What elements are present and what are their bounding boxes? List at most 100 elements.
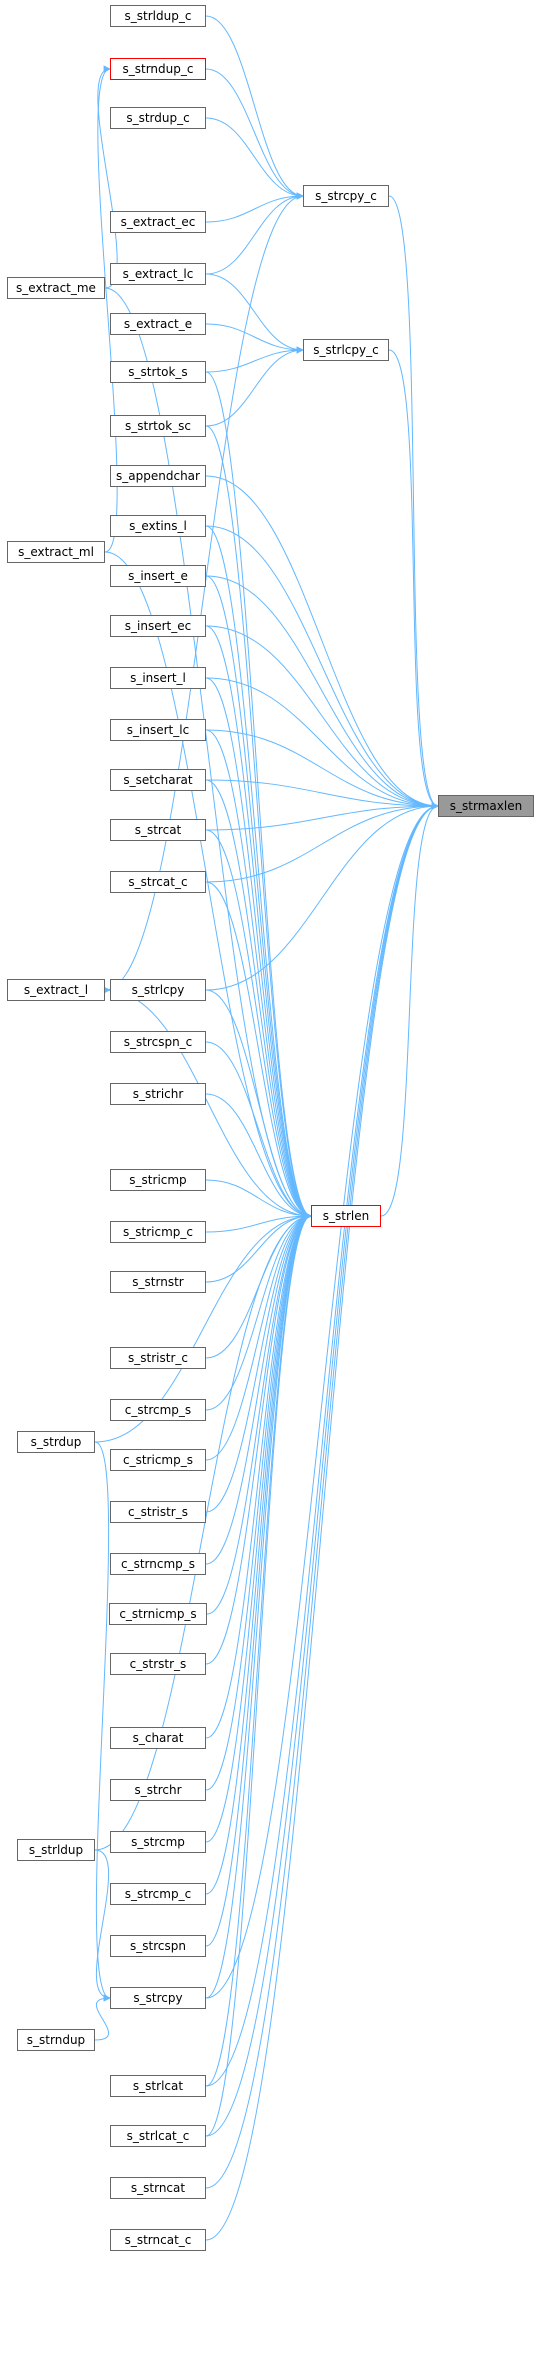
graph-node-inserte[interactable]: s_insert_e xyxy=(110,565,206,587)
edge-strcatc-to-strlen xyxy=(205,881,312,1220)
edge-cstrnicmps-to-strlen xyxy=(206,1212,312,1615)
edge-setcharat-to-strmaxlen xyxy=(205,779,439,810)
graph-node-cstrnicmps[interactable]: c_strnicmp_s xyxy=(109,1603,207,1625)
graph-node-strlfup[interactable]: s_strldup_c xyxy=(110,5,206,27)
edge-strndupc-to-strcpyc xyxy=(205,68,304,200)
graph-node-setcharat[interactable]: s_setcharat xyxy=(110,769,206,791)
graph-node-strldup[interactable]: s_strldup xyxy=(17,1839,95,1861)
edge-strndup-to-strcpy xyxy=(94,1994,111,2041)
edge-strlcat-to-strmaxlen xyxy=(205,802,439,2087)
edge-strnstr-to-strlen xyxy=(205,1212,312,1283)
edge-strtoksc-to-strlen xyxy=(205,425,312,1220)
edge-extlc-to-strcpyc xyxy=(205,192,304,275)
graph-node-strlcatc[interactable]: s_strlcat_c xyxy=(110,2125,206,2147)
graph-node-strdup[interactable]: s_strdup xyxy=(17,1431,95,1453)
graph-node-insertl[interactable]: s_insert_l xyxy=(110,667,206,689)
graph-node-cstricmps[interactable]: c_stricmp_s xyxy=(110,1449,206,1471)
graph-node-strichr[interactable]: s_strichr xyxy=(110,1083,206,1105)
edge-strcpy-to-strmaxlen xyxy=(205,802,439,1999)
graph-node-extec[interactable]: s_extract_ec xyxy=(110,211,206,233)
graph-node-charat[interactable]: s_charat xyxy=(110,1727,206,1749)
graph-node-cstrncmps[interactable]: c_strncmp_s xyxy=(110,1553,206,1575)
graph-node-strncatc[interactable]: s_strncat_c xyxy=(110,2229,206,2251)
edge-inserte-to-strlen xyxy=(205,575,312,1220)
graph-node-strcspnc[interactable]: s_strcspn_c xyxy=(110,1031,206,1053)
graph-node-strcspn[interactable]: s_strcspn xyxy=(110,1935,206,1957)
edge-exte-to-strlcpyc xyxy=(205,323,304,354)
graph-node-strlcat[interactable]: s_strlcat xyxy=(110,2075,206,2097)
edge-strchr-to-strlen xyxy=(205,1212,312,1791)
graph-node-strndupc[interactable]: s_strndup_c xyxy=(110,58,206,80)
edge-strlcat-to-strlen xyxy=(205,1212,312,2087)
graph-node-strcatc[interactable]: s_strcat_c xyxy=(110,871,206,893)
graph-node-extml[interactable]: s_extract_ml xyxy=(7,541,105,563)
graph-node-cstristrs[interactable]: c_stristr_s xyxy=(110,1501,206,1523)
edge-stricmp-to-strlen xyxy=(205,1179,312,1220)
graph-node-extl[interactable]: s_extract_l xyxy=(7,979,105,1001)
edge-insertec-to-strlen xyxy=(205,625,312,1220)
edge-strtoks-to-strlcpyc xyxy=(205,346,304,373)
graph-node-cstrstrs[interactable]: c_strstr_s xyxy=(110,1653,206,1675)
graph-node-insertec[interactable]: s_insert_ec xyxy=(110,615,206,637)
graph-node-strtoks[interactable]: s_strtok_s xyxy=(110,361,206,383)
edge-strlfup-to-strcpyc xyxy=(205,15,304,200)
graph-node-extme[interactable]: s_extract_me xyxy=(7,277,105,299)
graph-node-strlcpy[interactable]: s_strlcpy xyxy=(110,979,206,1001)
graph-node-stricmp[interactable]: s_stricmp xyxy=(110,1169,206,1191)
graph-node-strlen[interactable]: s_strlen xyxy=(311,1205,381,1227)
edge-strcpyc-to-strmaxlen xyxy=(388,195,439,810)
edge-cstrstrs-to-strlen xyxy=(205,1212,312,1665)
graph-node-strcmp[interactable]: s_strcmp xyxy=(110,1831,206,1853)
edge-strdup-to-strlen xyxy=(94,1212,312,1443)
graph-node-stricmpc[interactable]: s_stricmp_c xyxy=(110,1221,206,1243)
edge-stricmpc-to-strlen xyxy=(205,1212,312,1233)
edge-extinsl-to-strlen xyxy=(205,525,312,1220)
edge-inserte-to-strmaxlen xyxy=(205,575,439,810)
graph-node-strnstr[interactable]: s_strnstr xyxy=(110,1271,206,1293)
graph-node-strcmpc[interactable]: s_strcmp_c xyxy=(110,1883,206,1905)
graph-node-strcat[interactable]: s_strcat xyxy=(110,819,206,841)
edge-setcharat-to-strlen xyxy=(205,779,312,1220)
graph-node-strcpyc[interactable]: s_strcpy_c xyxy=(303,185,389,207)
edge-extlc-to-strlcpyc xyxy=(205,273,304,354)
graph-node-strdupc[interactable]: s_strdup_c xyxy=(110,107,206,129)
edge-cstrncmps-to-strlen xyxy=(205,1212,312,1565)
graph-node-stristrc[interactable]: s_stristr_c xyxy=(110,1347,206,1369)
edge-extinsl-to-strmaxlen xyxy=(205,525,439,810)
edge-insertl-to-strlen xyxy=(205,677,312,1220)
edge-strcat-to-strmaxlen xyxy=(205,802,439,831)
graph-node-exte[interactable]: s_extract_e xyxy=(110,313,206,335)
edge-strlcpy-to-strmaxlen xyxy=(205,802,439,991)
edge-strtoksc-to-strlcpyc xyxy=(205,346,304,427)
graph-node-strncat[interactable]: s_strncat xyxy=(110,2177,206,2199)
edge-strdup-to-strcpy xyxy=(94,1441,111,2002)
edge-strncatc-to-strmaxlen xyxy=(205,802,439,2241)
graph-node-cstrcmps[interactable]: c_strcmp_s xyxy=(110,1399,206,1421)
graph-node-strndup[interactable]: s_strndup xyxy=(17,2029,95,2051)
edge-extme-to-strlen xyxy=(104,287,312,1220)
edge-cstristrs-to-strlen xyxy=(205,1212,312,1513)
edge-strdupc-to-strcpyc xyxy=(205,117,304,200)
edge-strcpy-to-strlen xyxy=(205,1212,312,1999)
graph-node-appendchar[interactable]: s_appendchar xyxy=(110,465,206,487)
edge-strcmpc-to-strlen xyxy=(205,1212,312,1895)
graph-node-extinsl[interactable]: s_extins_l xyxy=(110,515,206,537)
graph-node-strcpy[interactable]: s_strcpy xyxy=(110,1987,206,2009)
edge-strldup-to-strlen xyxy=(94,1212,312,1851)
edge-strldup-to-strcpy xyxy=(94,1849,111,2002)
graph-node-insertlc[interactable]: s_insert_lc xyxy=(110,719,206,741)
edge-charat-to-strlen xyxy=(205,1212,312,1739)
edge-strncat-to-strmaxlen xyxy=(205,802,439,2189)
graph-node-strmaxlen: s_strmaxlen xyxy=(438,795,534,817)
edge-appendchar-to-strmaxlen xyxy=(205,475,439,810)
edge-extec-to-strcpyc xyxy=(205,192,304,223)
edge-strcat-to-strlen xyxy=(205,829,312,1220)
graph-node-strlcpyc[interactable]: s_strlcpy_c xyxy=(303,339,389,361)
edge-cstricmps-to-strlen xyxy=(205,1212,312,1461)
graph-node-strchr[interactable]: s_strchr xyxy=(110,1779,206,1801)
edge-strlcatc-to-strlen xyxy=(205,1212,312,2137)
graph-node-strtoksc[interactable]: s_strtok_sc xyxy=(110,415,206,437)
graph-node-extlc[interactable]: s_extract_lc xyxy=(110,263,206,285)
edge-strlen-to-strmaxlen xyxy=(380,802,439,1217)
